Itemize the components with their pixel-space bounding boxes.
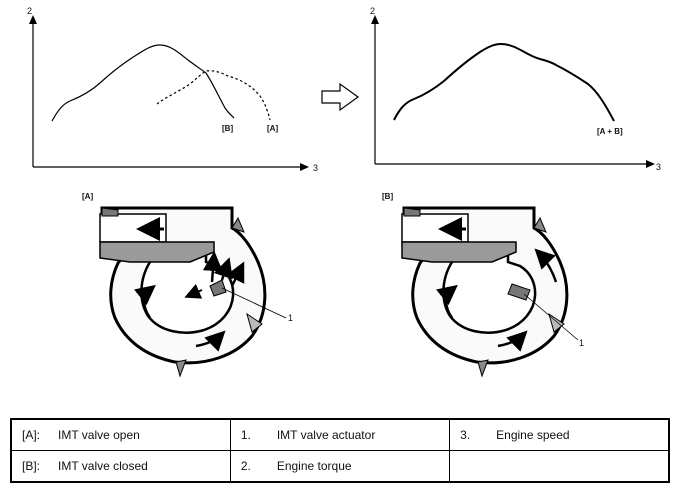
x-axis-label: 3 [313,163,318,173]
diagram-label: [B] [382,192,393,201]
figure: 2 3 [B] [A] 2 3 [A + B] [A] [27,6,661,378]
legend-key: 3. [460,428,471,442]
y-axis-arrow-icon [371,15,379,24]
flow-arrow-icon [184,283,203,299]
housing-flange [401,241,517,263]
housing-flange [99,241,215,263]
transition-arrow-icon [321,82,360,112]
flow-arrow-icon [497,330,528,352]
x-axis-arrow-icon [646,160,655,168]
legend-cell: 2. Engine torque [229,450,451,483]
curve-a-plus-b [393,42,615,122]
diagram-label: [A] [82,192,93,201]
diagram-left-valve-open: [A] 1 [82,192,293,378]
flow-arrow-icon [134,284,156,319]
legend-key: [B]: [22,459,41,473]
curve-b [51,44,235,122]
legend-text: Engine speed [496,428,570,442]
graph-right: 2 3 [A + B] [370,6,661,172]
mount-tab [231,216,245,233]
mount-tab [246,312,263,333]
flow-arrow-icon [436,284,458,319]
legend-row: [A]:IMT valve open 1.IMT valve actuator … [9,418,671,451]
legend-text: IMT valve closed [58,459,148,473]
flow-arrow-icon [202,251,223,283]
flow-arrow-icon [534,248,558,283]
curve-label-a-plus-b: [A + B] [597,127,623,136]
legend-table: [A]:IMT valve open 1.IMT valve actuator … [9,418,671,483]
x-axis-label: 3 [656,162,661,172]
y-axis-label: 2 [27,6,32,16]
callout-number: 1 [288,313,293,323]
legend-key: 2. [240,459,251,473]
imt-valve-actuator [507,283,531,301]
flange-tab [101,207,119,217]
legend-cell: [B]: IMT valve closed [9,450,231,483]
imt-valve-actuator [209,279,227,297]
legend-cell: 3. Engine speed [449,418,671,451]
legend-text: Engine torque [276,459,352,473]
legend-text: IMT valve open [58,428,140,442]
legend-text: IMT valve actuator [276,428,376,442]
legend-row: [B]: IMT valve closed 2. Engine torque [9,450,671,483]
graph-left: 2 3 [B] [A] [27,6,318,173]
curve-a [156,70,271,121]
legend-cell [449,450,671,483]
mount-tab [477,359,489,378]
mount-tab [533,216,547,233]
legend-key: [A]: [22,428,41,442]
legend-cell: [A]: IMT valve open [9,418,231,451]
callout-number: 1 [579,338,584,348]
callout-line [523,293,579,341]
flow-arrow-icon [195,330,226,352]
flow-arrow-icon [226,261,245,287]
flange-tab [403,207,421,217]
callout-line [221,287,287,319]
y-axis-arrow-icon [29,15,37,24]
x-axis-arrow-icon [300,163,309,171]
mount-tab [175,359,187,378]
y-axis-label: 2 [370,6,375,16]
legend-key: 1. [240,428,251,442]
curve-label-b: [B] [222,124,233,133]
curve-label-a: [A] [267,124,278,133]
legend-cell: 1. IMT valve actuator [229,418,451,451]
figure-svg: 2 3 [B] [A] 2 3 [A + B] [A] [27,6,661,378]
diagram-right-valve-closed: [B] 1 [382,192,584,378]
